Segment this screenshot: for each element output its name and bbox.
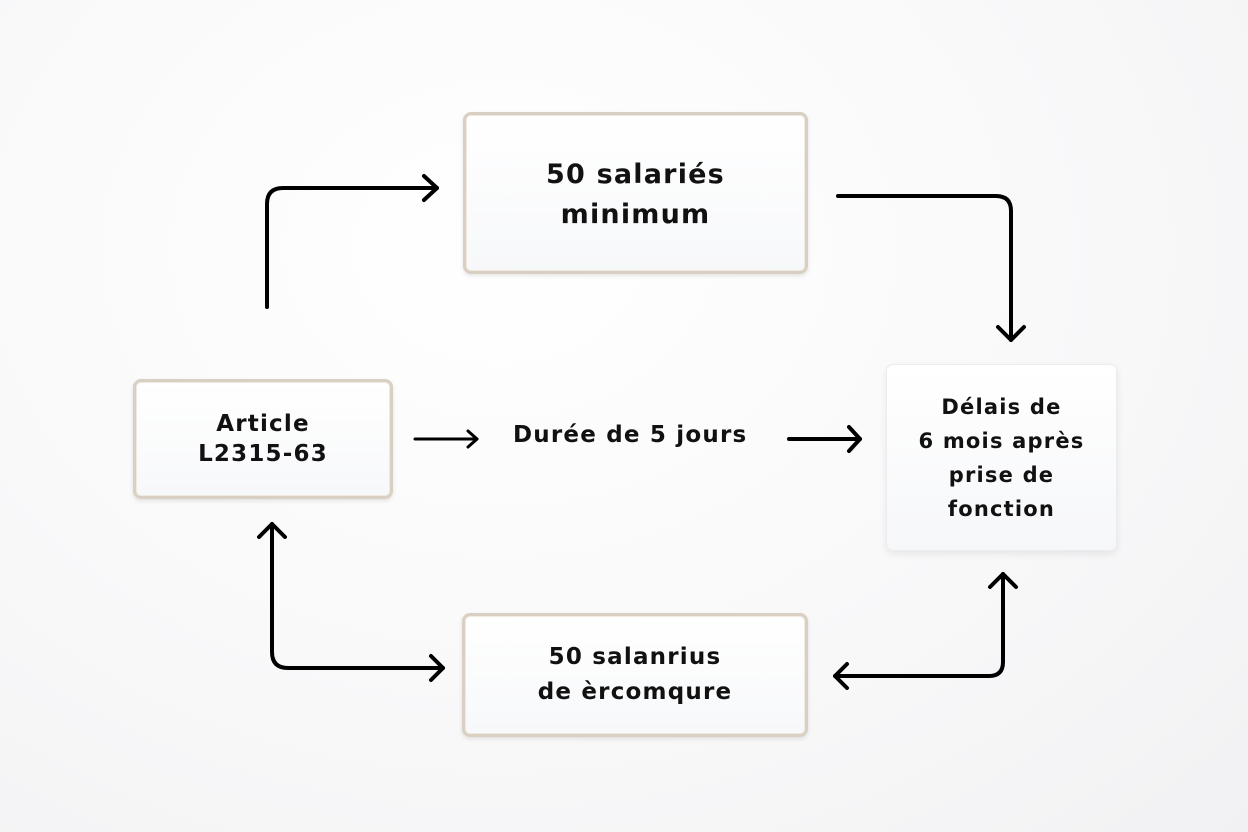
arrow-top-to-right (836, 194, 1026, 342)
node-article-l2315-63: Article L2315-63 (133, 379, 393, 499)
arrow-right-to-bottom (833, 572, 1018, 690)
node-delais-6-mois: Délais de 6 mois après prise de fonction (886, 364, 1117, 551)
node-bottom-line-1: 50 salanrius (548, 644, 722, 670)
node-bottom-line-2: de èrcomqure (537, 679, 733, 705)
node-50-salaries-minimum: 50 salariés minimum (463, 112, 808, 274)
node-right-line-3: prise de (948, 462, 1055, 487)
arrow-left-to-top (265, 174, 439, 309)
arrow-label-to-right (787, 425, 862, 453)
node-right-line-4: fonction (947, 496, 1056, 521)
edge-label-duree: Durée de 5 jours (513, 422, 748, 448)
node-50-salanrius: 50 salanrius de èrcomqure (462, 613, 808, 737)
node-right-line-1: Délais de (941, 394, 1062, 419)
node-top-line-2: minimum (560, 199, 711, 230)
node-left-line-1: Article (216, 411, 310, 437)
arrow-left-to-label (413, 429, 479, 449)
arrow-bottom-to-left (257, 522, 445, 682)
node-left-line-2: L2315-63 (198, 441, 328, 467)
node-top-line-1: 50 salariés (546, 159, 725, 190)
node-right-line-2: 6 mois après (918, 428, 1085, 453)
